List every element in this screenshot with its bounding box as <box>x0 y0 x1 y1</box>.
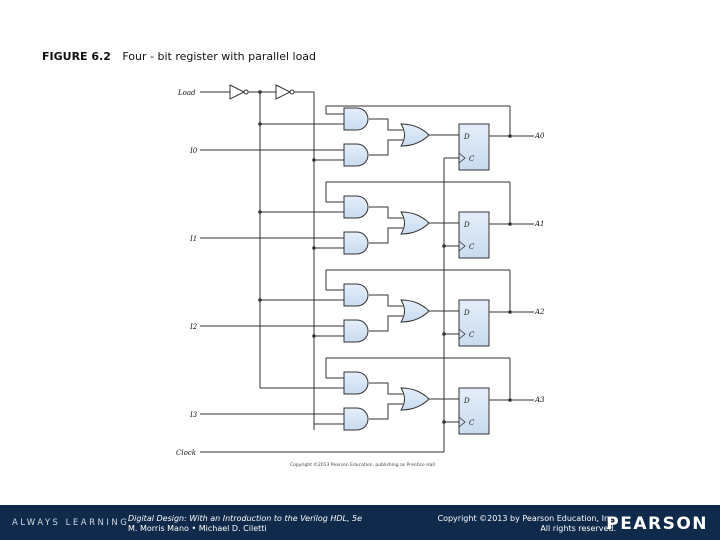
diagram-copyright: Copyright ©2013 Pearson Education, publi… <box>290 463 435 468</box>
d-flip-flop-1: D C <box>458 211 490 259</box>
output-a2-label: A2 <box>534 308 545 316</box>
output-a3-label: A3 <box>534 396 545 404</box>
ff-d-label: D <box>463 221 470 229</box>
ff-d-label: D <box>463 133 470 141</box>
output-a0-label: A0 <box>534 132 545 140</box>
footer-bar: ALWAYS LEARNING Digital Design: With an … <box>0 505 720 540</box>
figure-caption: Four - bit register with parallel load <box>122 50 317 63</box>
figure-title: FIGURE 6.2 Four - bit register with para… <box>42 50 316 63</box>
and-gate <box>343 407 369 431</box>
footer-book-info: Digital Design: With an Introduction to … <box>128 514 362 534</box>
ff-d-label: D <box>463 397 470 405</box>
and-gate <box>343 231 369 255</box>
footer-copyright: Copyright ©2013 by Pearson Education, In… <box>437 514 616 534</box>
input-i2-label: I2 <box>189 323 198 331</box>
wires <box>200 91 534 453</box>
or-gate <box>400 211 430 235</box>
input-i1-label: I1 <box>189 235 197 243</box>
and-gate <box>343 371 369 395</box>
figure-number: FIGURE 6.2 <box>42 50 111 63</box>
load-buffer-2 <box>275 84 295 100</box>
ff-d-label: D <box>463 309 470 317</box>
load-label: Load <box>177 89 196 97</box>
input-i3-label: I3 <box>189 411 198 419</box>
or-gate <box>400 299 430 323</box>
ff-c-label: C <box>469 243 475 251</box>
and-gate <box>343 319 369 343</box>
footer-book-title: Digital Design: With an Introduction to … <box>128 514 363 523</box>
clock-label: Clock <box>176 449 196 457</box>
or-gate <box>400 123 430 147</box>
d-flip-flop-2: D C <box>458 299 490 347</box>
and-gate <box>343 107 369 131</box>
footer-brand: ALWAYS LEARNING <box>12 518 130 528</box>
footer-authors: M. Morris Mano • Michael D. Ciletti <box>128 524 267 533</box>
footer-copyright-line1: Copyright ©2013 by Pearson Education, In… <box>437 514 616 523</box>
output-a1-label: A1 <box>534 220 545 228</box>
and-gate <box>343 283 369 307</box>
d-flip-flop-0: D C <box>458 123 490 171</box>
ff-c-label: C <box>469 419 475 427</box>
junction-dots <box>258 90 512 424</box>
and-gate <box>343 143 369 167</box>
or-gate <box>400 387 430 411</box>
load-buffer-1 <box>229 84 249 100</box>
footer-copyright-line2: All rights reserved. <box>540 524 616 533</box>
ff-c-label: C <box>469 331 475 339</box>
pearson-logo: PEARSON <box>606 514 708 534</box>
d-flip-flop-3: D C <box>458 387 490 435</box>
register-circuit-diagram: D C D C D C D C Load I0 I1 I2 I3 Clock A… <box>176 84 545 457</box>
input-i0-label: I0 <box>189 147 198 155</box>
and-gate <box>343 195 369 219</box>
ff-c-label: C <box>469 155 475 163</box>
